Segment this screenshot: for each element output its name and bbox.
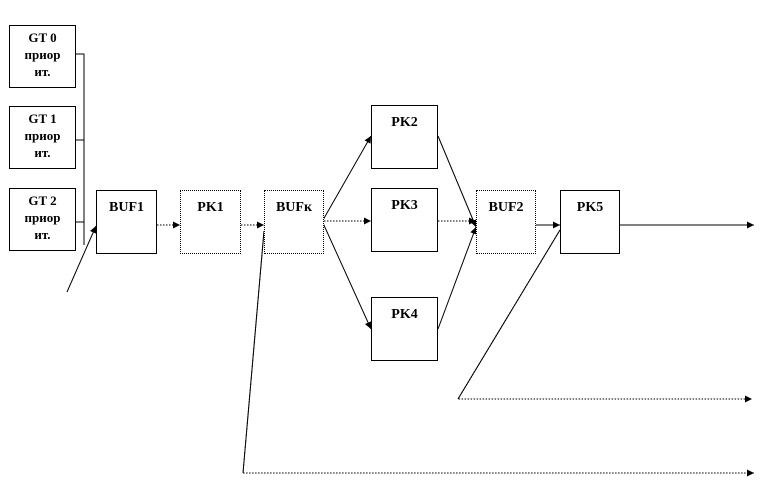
generator-gt1: GT 1 приор ит. bbox=[9, 106, 76, 169]
block-bufk: BUFк bbox=[264, 190, 324, 254]
block-pk4-label: PK4 bbox=[391, 307, 418, 322]
generator-gt1-label: GT 1 приор ит. bbox=[24, 111, 61, 160]
block-buf2-label: BUF2 bbox=[488, 200, 524, 215]
generator-gt0-label: GT 0 приор ит. bbox=[24, 30, 61, 79]
generator-bus bbox=[76, 53, 85, 245]
edge-bufk-to-pk4 bbox=[322, 222, 372, 330]
edge-bufk-overflow bbox=[242, 230, 754, 477]
block-pk3: PK3 bbox=[371, 188, 438, 252]
block-pk4: PK4 bbox=[371, 297, 438, 361]
edge-buf2-overflow-start bbox=[457, 229, 561, 400]
edge-bufk-to-pk2 bbox=[322, 135, 372, 221]
generator-gt2-label: GT 2 приор ит. bbox=[24, 193, 61, 242]
block-pk1-label: PK1 bbox=[197, 200, 224, 215]
block-pk2-label: PK2 bbox=[391, 115, 418, 130]
generator-gt0: GT 0 приор ит. bbox=[9, 25, 76, 88]
edge-bufk-overflow-start bbox=[242, 230, 265, 474]
block-buf1-label: BUF1 bbox=[109, 200, 144, 215]
block-pk1: PK1 bbox=[180, 190, 241, 254]
edge-buf2-overflow bbox=[457, 229, 752, 403]
edge-bus-to-buf1 bbox=[66, 225, 97, 293]
block-pk3-label: PK3 bbox=[391, 198, 418, 213]
block-buf2: BUF2 bbox=[476, 190, 536, 254]
generator-gt2: GT 2 приор ит. bbox=[9, 188, 76, 251]
edge-pk2-to-buf2 bbox=[437, 135, 477, 228]
block-pk2: PK2 bbox=[371, 105, 438, 169]
block-bufk-label: BUFк bbox=[275, 200, 313, 215]
block-pk5-label: PK5 bbox=[576, 200, 604, 215]
edge-pk4-to-buf2 bbox=[437, 226, 477, 330]
block-buf1: BUF1 bbox=[96, 190, 157, 254]
block-pk5: PK5 bbox=[560, 190, 620, 254]
